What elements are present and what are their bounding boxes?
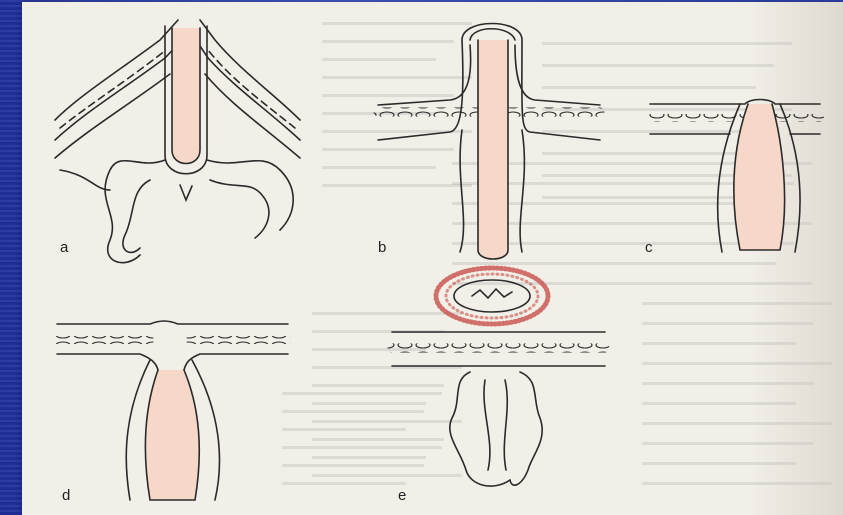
panel-e-label: e xyxy=(398,487,406,504)
panel-d-label: d xyxy=(62,487,70,504)
panel-d-drawing xyxy=(57,321,288,500)
panel-c-drawing xyxy=(650,100,820,253)
panel-a-label: a xyxy=(60,239,69,256)
stoma-inflammation xyxy=(436,268,548,324)
panel-b-drawing xyxy=(378,24,600,260)
panel-a-drawing xyxy=(55,20,300,263)
panel-e-drawing xyxy=(392,268,605,486)
panel-c-label: c xyxy=(645,239,653,256)
panel-b-label: b xyxy=(378,239,386,256)
